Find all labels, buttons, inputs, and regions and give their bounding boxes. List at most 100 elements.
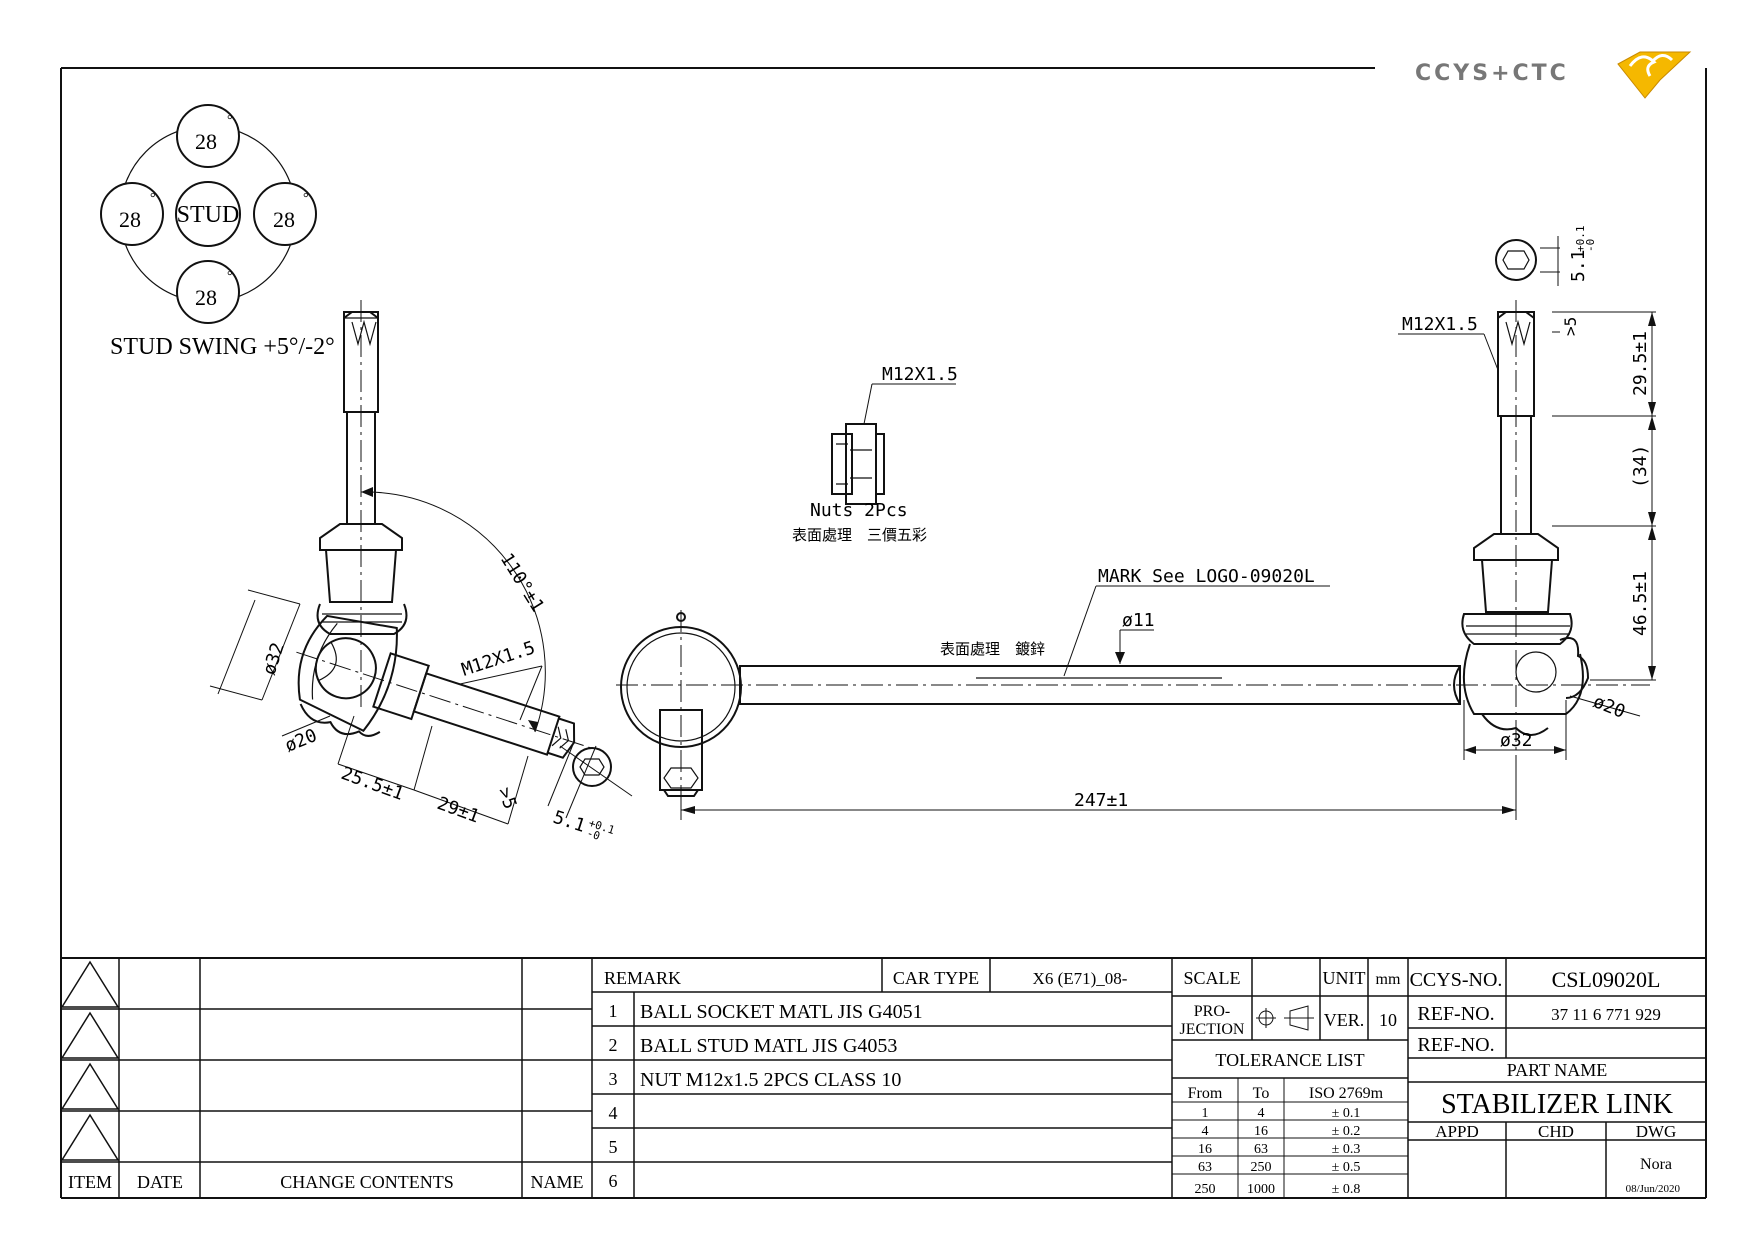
bar-mark: MARK See LOGO-09020L xyxy=(1098,566,1315,587)
bar-length: 247±1 xyxy=(1074,790,1128,811)
svg-text:+0.1: +0.1 xyxy=(1574,226,1587,253)
left-ball-joint: 110°±1 ø32 ø20 M12X1.5 25.5±1 29±1 >5 5.… xyxy=(209,300,633,843)
svg-text:JECTION: JECTION xyxy=(1180,1021,1245,1038)
svg-text:-0: -0 xyxy=(1584,239,1597,252)
dwg-label: DWG xyxy=(1636,1122,1677,1141)
chd-label: CHD xyxy=(1538,1122,1574,1141)
left-d20: ø20 xyxy=(282,725,320,757)
remark-row-1: BALL SOCKET MATL JIS G4051 xyxy=(640,1001,923,1023)
svg-text:6: 6 xyxy=(609,1171,618,1191)
scale-label: SCALE xyxy=(1183,968,1240,988)
svg-text:PRO-: PRO- xyxy=(1194,1003,1230,1020)
svg-text:From: From xyxy=(1188,1085,1223,1102)
car-type-label: CAR TYPE xyxy=(893,968,979,988)
nut-detail: M12X1.5 Nuts 2Pcs 表面處理 三價五彩 xyxy=(792,364,958,544)
right-l295: 29.5±1 xyxy=(1630,331,1651,396)
svg-text:± 0.1: ± 0.1 xyxy=(1332,1106,1361,1121)
angle-top: 28 xyxy=(195,129,217,154)
stud-center-circle xyxy=(175,181,241,247)
unit-value: mm xyxy=(1376,971,1401,988)
svg-text:°: ° xyxy=(150,191,156,206)
projection-symbol-icon xyxy=(1256,1005,1314,1031)
nut-surface: 表面處理 三價五彩 xyxy=(792,526,927,544)
remark-row-3: NUT M12x1.5 2PCS CLASS 10 xyxy=(640,1069,901,1091)
svg-text:2: 2 xyxy=(609,1035,618,1055)
remark-header: REMARK xyxy=(604,968,681,988)
svg-text:63: 63 xyxy=(1254,1142,1268,1157)
nut-label: Nuts 2Pcs xyxy=(810,500,908,521)
rev-change-header: CHANGE CONTENTS xyxy=(280,1172,454,1192)
angle-circle-top xyxy=(176,104,240,168)
svg-text:250: 250 xyxy=(1195,1182,1216,1197)
svg-text:5: 5 xyxy=(609,1137,618,1157)
ver-label: VER. xyxy=(1324,1010,1365,1030)
title-block: ITEM DATE CHANGE CONTENTS NAME REMARK CA… xyxy=(60,957,1706,1198)
rev-name-header: NAME xyxy=(531,1172,584,1192)
bar-surface: 表面處理 鍍鋅 xyxy=(940,640,1045,658)
left-thread: M12X1.5 xyxy=(459,637,538,680)
svg-text:-0: -0 xyxy=(585,826,602,842)
angle-right: 28 xyxy=(273,207,295,232)
part-info-block: CCYS-NO. CSL09020L REF-NO. 37 11 6 771 9… xyxy=(1408,958,1706,1198)
remark-row-2: BALL STUD MATL JIS G4053 xyxy=(640,1035,897,1057)
ref-label-2: REF-NO. xyxy=(1417,1034,1494,1056)
rev-date-header: DATE xyxy=(137,1172,183,1192)
unit-label: UNIT xyxy=(1323,968,1366,988)
right-hex: 5.1 xyxy=(1568,249,1589,282)
svg-text:± 0.3: ± 0.3 xyxy=(1332,1142,1361,1157)
left-hex: 5.1 xyxy=(550,807,587,837)
left-gt5: >5 xyxy=(493,785,520,813)
logo-text: CCYS+CTC xyxy=(1415,61,1569,86)
nut-thread: M12X1.5 xyxy=(882,364,958,385)
bar-dia: ø11 xyxy=(1122,610,1155,631)
svg-text:1: 1 xyxy=(1202,1106,1209,1121)
appd-label: APPD xyxy=(1435,1122,1478,1141)
angle-circle-right xyxy=(253,182,317,246)
svg-text:1000: 1000 xyxy=(1247,1182,1275,1197)
svg-text:°: ° xyxy=(227,269,233,284)
svg-text:1: 1 xyxy=(609,1001,618,1021)
right-d32: ø32 xyxy=(1500,730,1533,751)
company-logo: CCYS+CTC xyxy=(1415,51,1692,99)
revision-triangle-2 xyxy=(60,1011,120,1059)
right-l34: (34) xyxy=(1630,445,1651,488)
ref-label: REF-NO. xyxy=(1417,1003,1494,1025)
remarks-block: REMARK CAR TYPE X6 (E71)_08- 1 2 3 4 5 6… xyxy=(592,958,1173,1198)
ver-value: 10 xyxy=(1379,1010,1397,1030)
arc-angle-label: 110°±1 xyxy=(496,550,548,616)
ccys-number: CSL09020L xyxy=(1552,967,1661,992)
drawn-by: Nora xyxy=(1640,1156,1672,1173)
angle-bottom: 28 xyxy=(195,285,217,310)
angle-circle-bottom xyxy=(176,260,240,324)
svg-text:16: 16 xyxy=(1254,1124,1268,1139)
tolerance-block: SCALE UNIT mm PRO- JECTION VER. 10 TOLER… xyxy=(1172,958,1409,1198)
car-type-value: X6 (E71)_08- xyxy=(1033,969,1128,988)
stud-center-label: STUD xyxy=(177,202,240,228)
right-gt5: >5 xyxy=(1561,317,1580,336)
svg-text:3: 3 xyxy=(609,1069,618,1089)
right-d20: ø20 xyxy=(1590,691,1628,723)
revision-triangle-3 xyxy=(60,1062,120,1110)
svg-text:250: 250 xyxy=(1251,1160,1272,1175)
revision-triangle-1 xyxy=(60,960,120,1008)
svg-text:ISO 2769m: ISO 2769m xyxy=(1309,1085,1384,1102)
angle-circle-left xyxy=(100,182,164,246)
left-l29: 29±1 xyxy=(434,793,482,828)
logo-mark-icon xyxy=(1617,51,1692,99)
svg-text:± 0.8: ± 0.8 xyxy=(1332,1182,1361,1197)
stud-swing-diagram: STUD 28 28 28 28 ° ° ° ° STUD SWING +5°/… xyxy=(100,104,335,360)
rev-item-header: ITEM xyxy=(68,1172,112,1192)
svg-text:4: 4 xyxy=(1202,1124,1209,1139)
svg-text:± 0.5: ± 0.5 xyxy=(1332,1160,1361,1175)
left-l25: 25.5±1 xyxy=(338,763,406,805)
stud-swing-label: STUD SWING +5°/-2° xyxy=(110,334,335,360)
drawing-date: 08/Jun/2020 xyxy=(1626,1183,1681,1195)
svg-text:°: ° xyxy=(303,191,309,206)
svg-text:± 0.2: ± 0.2 xyxy=(1332,1124,1361,1139)
ccys-label: CCYS-NO. xyxy=(1410,969,1503,991)
right-l465: 46.5±1 xyxy=(1630,571,1651,636)
svg-text:16: 16 xyxy=(1198,1142,1212,1157)
revision-triangle-4 xyxy=(60,1113,120,1161)
svg-text:4: 4 xyxy=(609,1103,618,1123)
stabilizer-bar: MARK See LOGO-09020L ø11 表面處理 鍍鋅 247±1 xyxy=(616,566,1650,820)
